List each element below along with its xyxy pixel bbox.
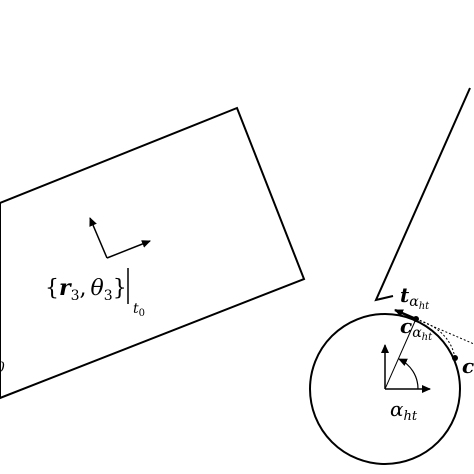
frame-label-r-sub: 3 <box>71 288 80 304</box>
frame-label-eval-t: t <box>133 301 139 317</box>
frame-label-theta-sub: 3 <box>104 288 113 304</box>
edge-label: c <box>462 354 474 378</box>
svg-text:t0: t0 <box>133 301 145 319</box>
dotted-trajectory-curve <box>415 318 456 359</box>
angle-arc <box>398 358 419 390</box>
frame-axis-right <box>106 240 151 259</box>
angle-label-ht: ht <box>404 409 418 424</box>
tangent-label-t: t <box>400 283 410 307</box>
dotted-tangent-line <box>415 318 474 345</box>
frame-label-comma: , <box>80 276 87 301</box>
tangent-label: tαht <box>400 283 430 312</box>
finger-outline <box>374 87 471 302</box>
frame-label-theta: θ <box>91 276 104 301</box>
contact-point <box>413 316 419 322</box>
radius-line <box>384 318 417 390</box>
cropped-left-glyph: 0 <box>0 360 5 376</box>
tangent-vector <box>394 308 417 321</box>
tangent-label-alpha: α <box>409 294 419 310</box>
angle-label: αht <box>390 397 418 424</box>
frame-label-open-brace: { <box>45 276 59 301</box>
body-rectangle <box>0 106 306 400</box>
contact-label-ht: ht <box>422 332 433 343</box>
contact-label: cαht <box>400 314 433 343</box>
edge-point <box>452 355 458 361</box>
contact-label-alpha: α <box>412 325 422 341</box>
frame-axis-up <box>89 217 108 259</box>
tangent-label-ht: ht <box>419 301 430 312</box>
angle-label-alpha: α <box>390 397 404 421</box>
frame-label-r: r <box>59 275 72 301</box>
frame-label-close-brace: } <box>113 276 127 301</box>
svg-text:{r3,θ3}: {r3,θ3} <box>45 275 127 304</box>
contact-circle <box>309 313 461 465</box>
frame-label: {r3,θ3} t0 <box>45 268 145 319</box>
contact-label-c: c <box>400 314 412 338</box>
frame-label-eval-index: 0 <box>139 308 145 319</box>
